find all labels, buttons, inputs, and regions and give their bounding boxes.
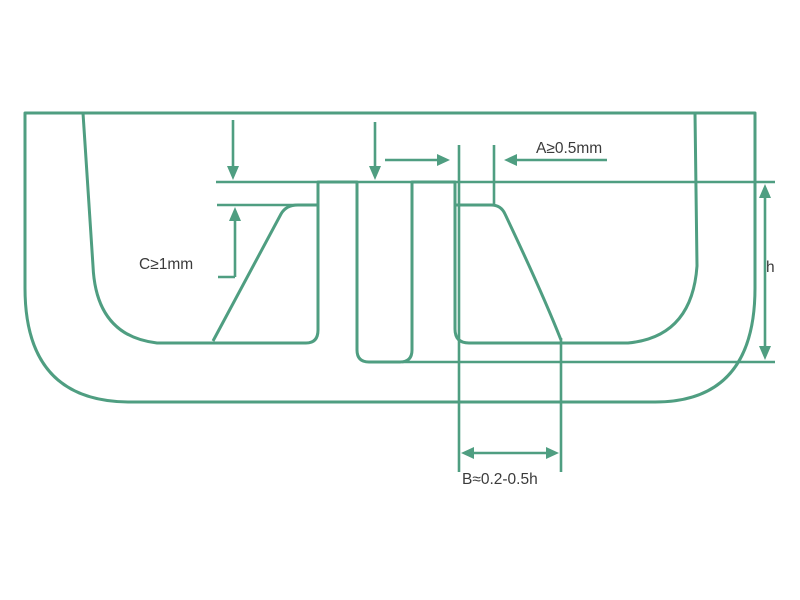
dim-h-label: h	[766, 259, 775, 276]
gusset-left-profile	[211, 203, 318, 342]
dim-a-right-arrow-head	[437, 154, 450, 166]
dim-b-label: B≈0.2-0.5h	[462, 471, 538, 488]
down-arrow-middle-head	[369, 166, 381, 180]
dim-h-top-head	[759, 184, 771, 198]
dim-c-arrow-head	[229, 207, 241, 221]
gusset-right-profile	[456, 203, 563, 341]
dim-c-leader	[218, 221, 237, 279]
dim-b-right-head	[546, 447, 559, 459]
down-arrow-left-head	[227, 166, 239, 180]
dim-b-left-head	[461, 447, 474, 459]
dim-a-left-arrow-head	[504, 154, 517, 166]
part-section-outline	[23, 111, 757, 404]
dim-a-label: A≥0.5mm	[536, 140, 602, 157]
dim-c-label: C≥1mm	[139, 256, 193, 273]
dim-h-bottom-head	[759, 346, 771, 360]
